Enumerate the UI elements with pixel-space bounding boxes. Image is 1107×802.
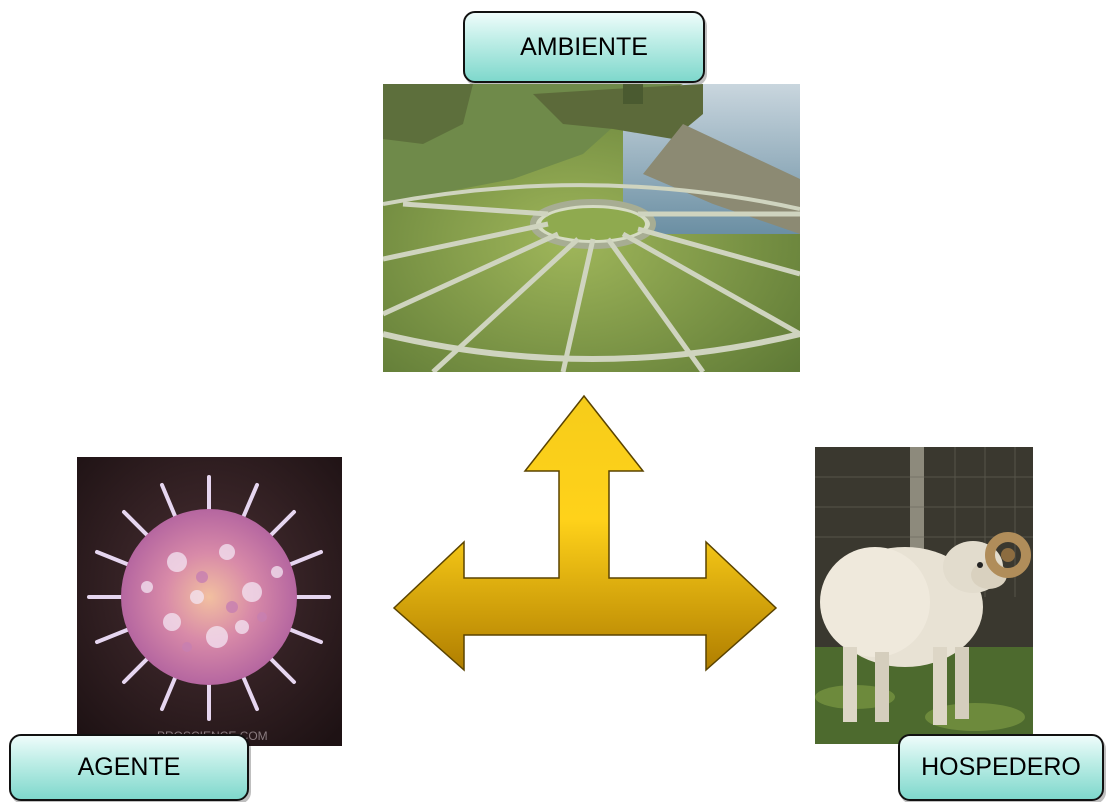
- hospedero-label-text: HOSPEDERO: [921, 753, 1081, 782]
- ambiente-label-text: AMBIENTE: [520, 33, 648, 62]
- agente-image: PROSCIENCE.COM: [77, 457, 342, 746]
- three-way-arrow-icon: [388, 392, 780, 672]
- ambiente-image: [383, 84, 800, 372]
- hospedero-label: HOSPEDERO: [898, 734, 1104, 801]
- hospedero-image: [815, 447, 1033, 744]
- agente-label-text: AGENTE: [78, 753, 181, 782]
- ambiente-label: AMBIENTE: [463, 11, 705, 83]
- agente-label: AGENTE: [9, 734, 249, 801]
